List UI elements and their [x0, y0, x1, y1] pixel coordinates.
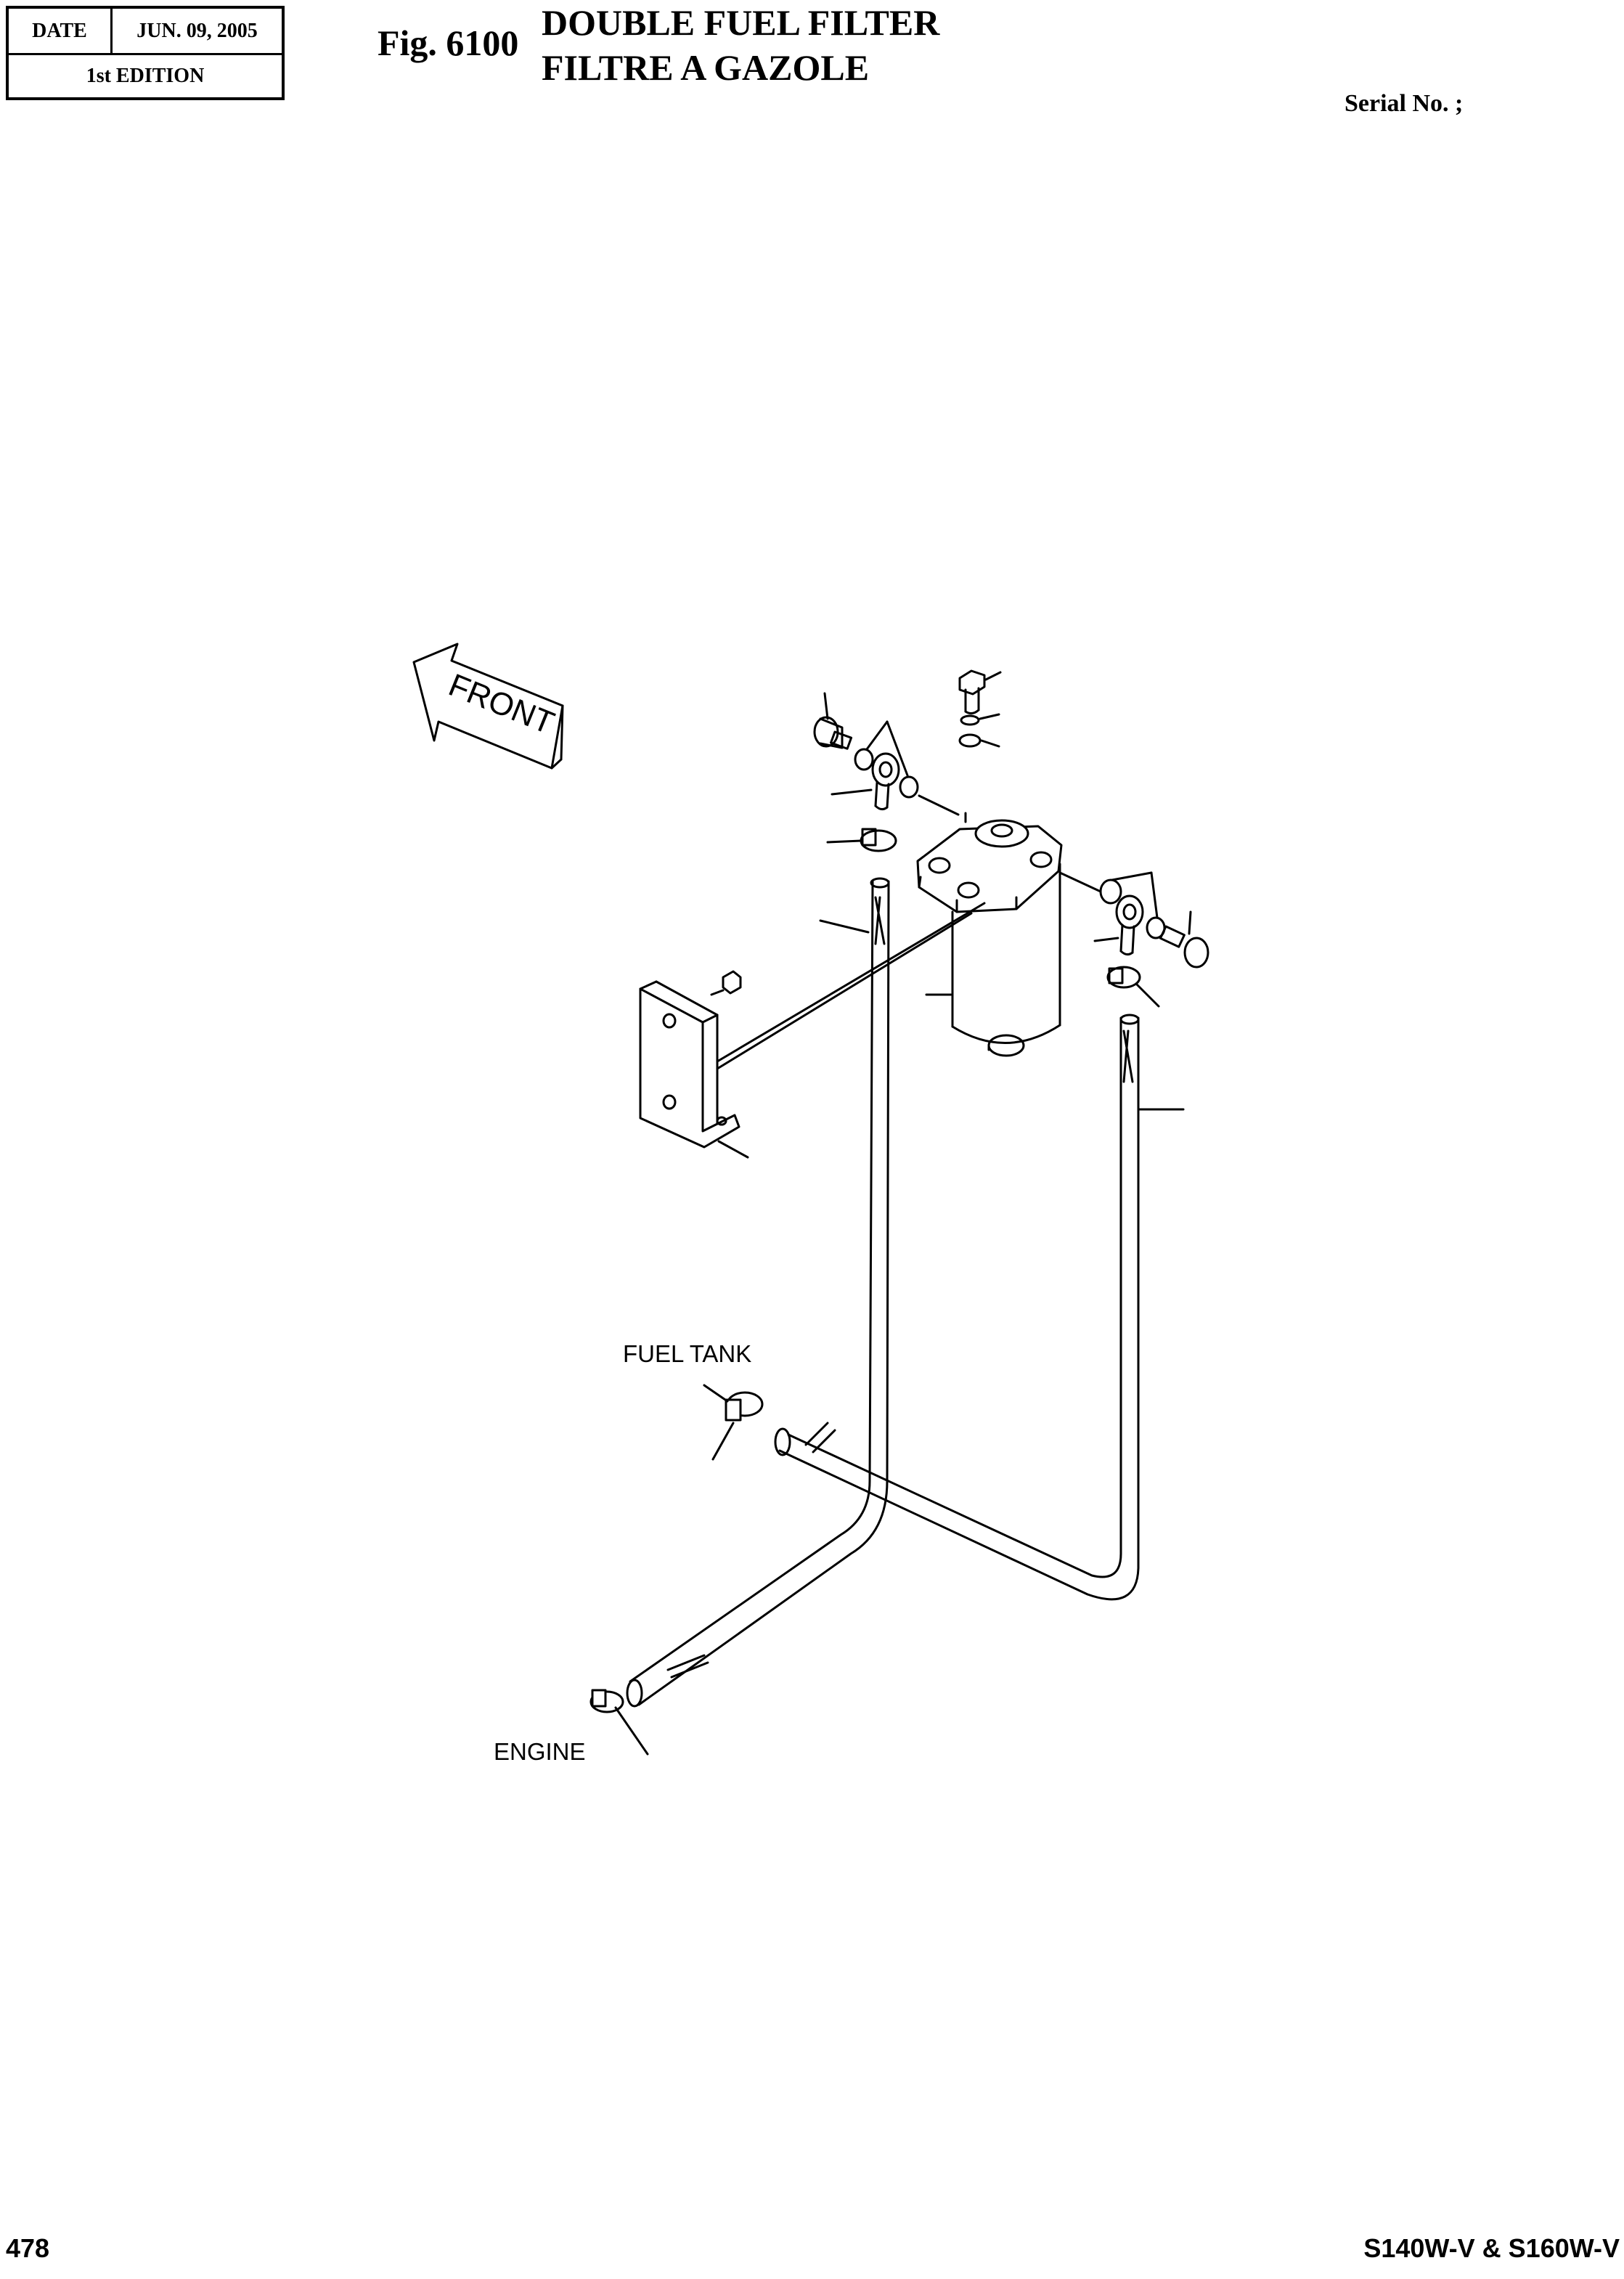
filter-head	[916, 812, 1063, 913]
right-banjo-bolt	[1159, 910, 1209, 969]
figure-number: Fig. 6100	[378, 23, 519, 63]
left-hose-clamp	[826, 828, 897, 852]
serial-number-label: Serial No. ;	[1345, 90, 1464, 117]
fuel-tank-hose-clamp	[703, 1384, 764, 1461]
fuel-tank-label: FUEL TANK	[623, 1340, 751, 1367]
mounting-bracket	[639, 980, 749, 1159]
right-fuel-hose	[774, 1014, 1185, 1601]
right-eye-fitting	[1093, 894, 1144, 956]
title-english: DOUBLE FUEL FILTER	[542, 2, 940, 43]
engine-label: ENGINE	[494, 1738, 586, 1765]
washer-left-1	[854, 748, 874, 771]
edition-label: 1st EDITION	[86, 65, 205, 87]
date-value: JUN. 09, 2005	[136, 19, 258, 42]
bracket-bolt	[710, 970, 742, 996]
model-label: S140W-V & S160W-V	[1363, 2233, 1620, 2263]
date-row: DATE JUN. 09, 2005	[9, 9, 282, 55]
washer-right-1	[1099, 878, 1122, 905]
page-number: 478	[6, 2233, 50, 2263]
front-arrow: FRONT	[412, 643, 564, 770]
filter-top-bolt	[958, 669, 1002, 715]
date-label: DATE	[9, 9, 113, 53]
left-eye-fitting	[871, 752, 900, 811]
filter-bowl	[925, 863, 1061, 1057]
left-banjo-bolt	[813, 692, 853, 750]
left-fuel-hose	[626, 877, 890, 1708]
right-hose-clamp	[1106, 966, 1160, 1008]
washer-upper	[960, 714, 980, 726]
washer-lower	[958, 733, 982, 748]
washer-left-2	[899, 775, 919, 799]
bracket-leader	[716, 912, 973, 1070]
date-edition-box: DATE JUN. 09, 2005 1st EDITION	[6, 6, 285, 100]
engine-hose-clamp	[589, 1689, 649, 1756]
title-french: FILTRE A GAZOLE	[542, 47, 870, 88]
